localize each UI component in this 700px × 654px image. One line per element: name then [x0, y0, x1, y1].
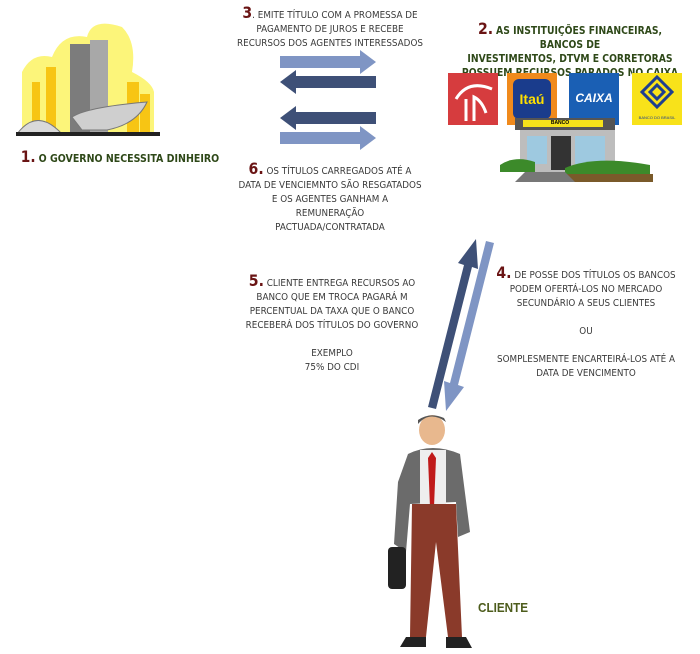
bank-building-illustration — [500, 118, 653, 182]
arrow-down-icon — [444, 241, 494, 411]
step-5-text: 5. CLIENTE ENTREGA RECURSOS AO BANCO QUE… — [245, 271, 419, 374]
bradesco-logo — [448, 73, 498, 125]
step-1-text: 1. O GOVERNO NECESSITA DINHEIRO — [20, 147, 220, 166]
bank-sign: BANCO — [550, 120, 570, 126]
step-6-text: 6. OS TÍTULOS CARREGADOS ATÉ A DATA DE V… — [238, 159, 422, 234]
step-3-text: 3. EMITE TÍTULO COM A PROMESSA DE PAGAME… — [237, 3, 423, 50]
diagonal-arrows — [428, 239, 494, 411]
arrow-right-icon — [280, 126, 376, 150]
client-label: CLIENTE — [478, 600, 529, 615]
arrow-left-icon — [280, 106, 376, 130]
step-2-text: 2. AS INSTITUIÇÕES FINANCEIRAS, BANCOS D… — [462, 19, 678, 80]
banco-do-brasil-logo: BANCO DO BRASIL — [632, 73, 682, 125]
client-businessman-illustration — [388, 415, 472, 648]
government-building-illustration — [16, 23, 160, 136]
horizontal-arrows — [280, 50, 376, 150]
arrow-left-icon — [280, 70, 376, 94]
step-4-text: 4. DE POSSE DOS TÍTULOS OS BANCOS PODEM … — [496, 263, 676, 380]
arrow-up-icon — [428, 239, 478, 409]
itau-logo: Itaú — [507, 73, 557, 125]
arrow-right-icon — [280, 50, 376, 74]
caixa-logo: CAIXA — [569, 73, 619, 125]
